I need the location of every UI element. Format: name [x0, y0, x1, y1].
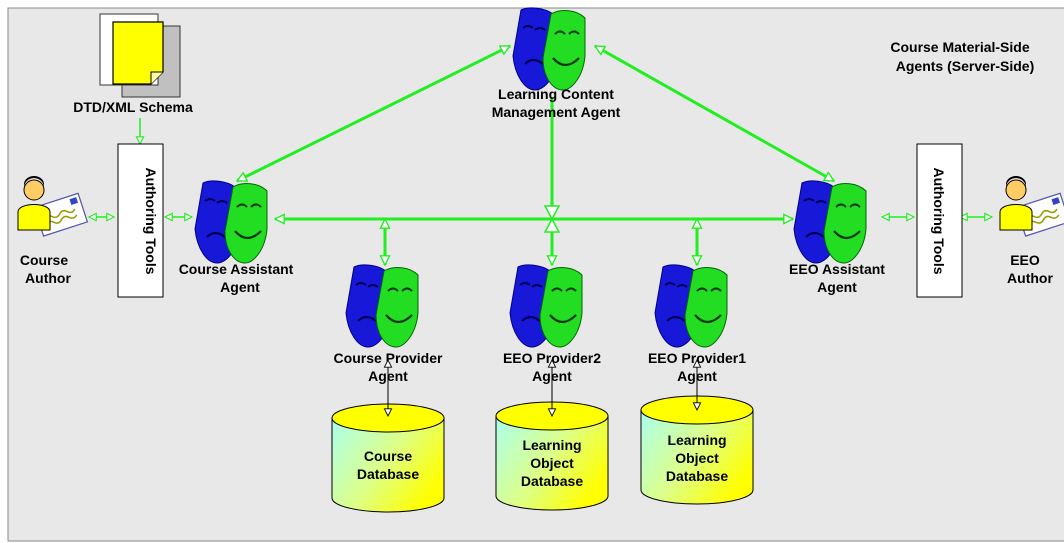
theater-masks-icon [792, 179, 868, 265]
connectors [237, 44, 834, 265]
authoring-tools-left: Authoring Tools [117, 143, 164, 298]
agent-eeo-assistant: EEO Assistant Agent [789, 179, 885, 295]
eeo-author-line2: Author [1007, 270, 1053, 286]
agent-eeo-assistant-line1: EEO Assistant [789, 261, 885, 277]
database-lo1-line1: Learning [667, 432, 726, 448]
eeo-author: EEO Author [999, 175, 1064, 286]
authoring-tools-left-label: Authoring Tools [143, 167, 159, 274]
agent-course-provider-line1: Course Provider [334, 350, 443, 366]
agent-lcma-line2: Management Agent [492, 104, 621, 120]
connector-lcma-eeo-assistant [595, 44, 834, 183]
database-lo2: Learning Object Database [495, 401, 609, 511]
database-lo1-line2: Object [675, 450, 719, 466]
agent-eeo-assistant-line2: Agent [817, 279, 857, 295]
course-author-line2: Author [25, 270, 71, 286]
agent-course-assistant-line2: Agent [220, 279, 260, 295]
authoring-tools-right-label: Authoring Tools [931, 167, 947, 274]
database-lo1: Learning Object Database [640, 395, 754, 505]
schema-document: DTD/XML Schema [73, 13, 193, 115]
connector-center-junction [543, 205, 561, 233]
database-lo2-line3: Database [521, 473, 583, 489]
connector-lcma-course-assistant [237, 44, 510, 183]
database-lo2-line1: Learning [522, 437, 581, 453]
database-lo2-line2: Object [530, 455, 574, 471]
eeo-author-line1: EEO [1010, 252, 1040, 268]
agent-course-assistant-line1: Course Assistant [179, 261, 294, 277]
agent-course-provider: Course Provider Agent [334, 263, 443, 384]
course-author-line1: Course [20, 252, 68, 268]
authoring-tools-right: Authoring Tools [916, 143, 963, 298]
database-course: Course Database [331, 403, 445, 513]
agent-eeo-provider2: EEO Provider2 Agent [503, 263, 601, 384]
agent-eeo-provider2-line1: EEO Provider2 [503, 350, 601, 366]
agent-lcma-line1: Learning Content [498, 86, 614, 102]
agent-course-assistant: Course Assistant Agent [179, 179, 294, 295]
header-title-line1: Course Material-Side [890, 39, 1029, 55]
course-author: Course Author [17, 175, 89, 286]
agent-lcma: Learning Content Management Agent [492, 6, 621, 120]
small-connectors [89, 118, 992, 217]
theater-masks-icon [511, 6, 587, 92]
agent-eeo-provider1-line1: EEO Provider1 [648, 350, 746, 366]
schema-label: DTD/XML Schema [73, 99, 193, 115]
provider-database-links [388, 360, 697, 416]
database-course-line1: Course [364, 448, 412, 464]
theater-masks-icon [344, 263, 420, 349]
theater-masks-icon [193, 179, 269, 265]
document-icon [99, 13, 181, 98]
database-lo1-line3: Database [666, 468, 728, 484]
theater-masks-icon [653, 263, 729, 349]
database-course-line2: Database [357, 466, 419, 482]
theater-masks-icon [508, 263, 584, 349]
header-title-line2: Agents (Server-Side) [896, 58, 1034, 74]
